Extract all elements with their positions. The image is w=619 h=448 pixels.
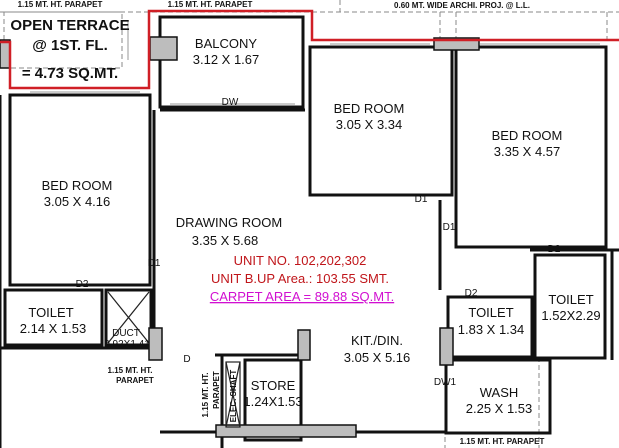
parapet-duct-line1: 1.15 MT. HT.: [108, 366, 153, 375]
room-balcony: BALCONY 3.12 X 1.67: [193, 36, 260, 67]
svg-text:D1: D1: [148, 258, 161, 269]
room-bedroom-mid: BED ROOM 3.05 X 3.34: [334, 101, 405, 132]
svg-text:3.05 X 3.34: 3.05 X 3.34: [336, 117, 403, 132]
svg-text:KIT./DIN.: KIT./DIN.: [351, 333, 403, 348]
svg-text:D2: D2: [76, 279, 89, 290]
svg-text:D2: D2: [548, 244, 561, 255]
room-store: STORE 1.24X1.53: [243, 378, 302, 409]
svg-text:D2: D2: [465, 288, 478, 299]
svg-text:3.05 X 4.16: 3.05 X 4.16: [44, 194, 111, 209]
windows: [30, 20, 600, 105]
svg-text:WASH: WASH: [480, 385, 519, 400]
svg-text:1.52X2.29: 1.52X2.29: [541, 308, 600, 323]
room-drawing: DRAWING ROOM 3.35 X 5.68: [176, 215, 282, 248]
parapet-label-mid: 1.15 MT. HT. PARAPET: [168, 0, 253, 9]
svg-text:D: D: [183, 354, 190, 365]
svg-text:2.14 X 1.53: 2.14 X 1.53: [20, 321, 87, 336]
archi-proj-label: 0.60 MT. WIDE ARCHI. PROJ. @ L.L.: [394, 1, 530, 10]
parapet-duct-line2: PARAPET: [116, 376, 154, 385]
svg-text:3.35 X 4.57: 3.35 X 4.57: [494, 144, 561, 159]
parapet-vertical-line2: PARAPET: [212, 371, 221, 409]
elec-shaft-label: ELEC. SHAFT: [229, 370, 238, 423]
parapet-label-left: 1.15 MT. HT. PARAPET: [18, 0, 103, 9]
duct-hatch: [107, 291, 241, 428]
terrace-line3: = 4.73 SQ.MT.: [22, 65, 118, 82]
parapet-wash-label: 1.15 MT. HT. PARAPET: [460, 437, 545, 446]
carpet-area: CARPET AREA = 89.88 SQ.MT.: [210, 289, 394, 304]
svg-text:D1: D1: [415, 194, 428, 205]
svg-text:0.92X1.41: 0.92X1.41: [104, 339, 150, 350]
svg-text:1.83 X 1.34: 1.83 X 1.34: [458, 322, 525, 337]
svg-text:DW1: DW1: [434, 377, 457, 388]
svg-text:BED ROOM: BED ROOM: [42, 178, 113, 193]
terrace-line2: @ 1ST. FL.: [32, 37, 107, 54]
room-kitchen: KIT./DIN. 3.05 X 5.16: [344, 333, 411, 365]
room-wash: WASH 2.25 X 1.53: [466, 385, 533, 416]
svg-text:1.24X1.53: 1.24X1.53: [243, 394, 302, 409]
svg-text:TOILET: TOILET: [548, 292, 593, 307]
svg-text:DW: DW: [222, 97, 239, 108]
parapet-vertical-line1: 1.15 MT. HT.: [201, 373, 210, 418]
svg-text:2.25 X 1.53: 2.25 X 1.53: [466, 401, 533, 416]
terrace-line1: OPEN TERRACE: [10, 17, 129, 34]
svg-text:STORE: STORE: [251, 378, 296, 393]
svg-text:BED ROOM: BED ROOM: [334, 101, 405, 116]
svg-text:3.12 X 1.67: 3.12 X 1.67: [193, 52, 260, 67]
columns: [0, 36, 480, 366]
door-labels: DW D1 D1 D1 D2 D2 D2 D DW1: [76, 97, 561, 388]
svg-text:BED ROOM: BED ROOM: [492, 128, 563, 143]
svg-text:TOILET: TOILET: [28, 305, 73, 320]
room-toilet-right: TOILET 1.52X2.29: [541, 292, 600, 323]
room-toilet-mid: TOILET 1.83 X 1.34: [458, 305, 525, 337]
room-duct: DUCT 0.92X1.41: [104, 328, 150, 350]
svg-text:D1: D1: [443, 222, 456, 233]
unit-number: UNIT NO. 102,202,302: [234, 253, 367, 268]
room-toilet-left: TOILET 2.14 X 1.53: [20, 305, 87, 336]
svg-text:BALCONY: BALCONY: [195, 36, 257, 51]
svg-text:TOILET: TOILET: [468, 305, 513, 320]
svg-text:3.05 X 5.16: 3.05 X 5.16: [344, 350, 411, 365]
room-bedroom-left: BED ROOM 3.05 X 4.16: [42, 178, 113, 209]
svg-text:DRAWING ROOM: DRAWING ROOM: [176, 215, 282, 230]
svg-text:DUCT: DUCT: [112, 328, 140, 339]
unit-builtup-area: UNIT B.UP Area.: 103.55 SMT.: [211, 271, 389, 286]
terrace-outline: [0, 9, 619, 90]
walls: [0, 15, 619, 448]
svg-text:3.35 X 5.68: 3.35 X 5.68: [192, 233, 259, 248]
room-bedroom-right: BED ROOM 3.35 X 4.57: [492, 128, 563, 159]
